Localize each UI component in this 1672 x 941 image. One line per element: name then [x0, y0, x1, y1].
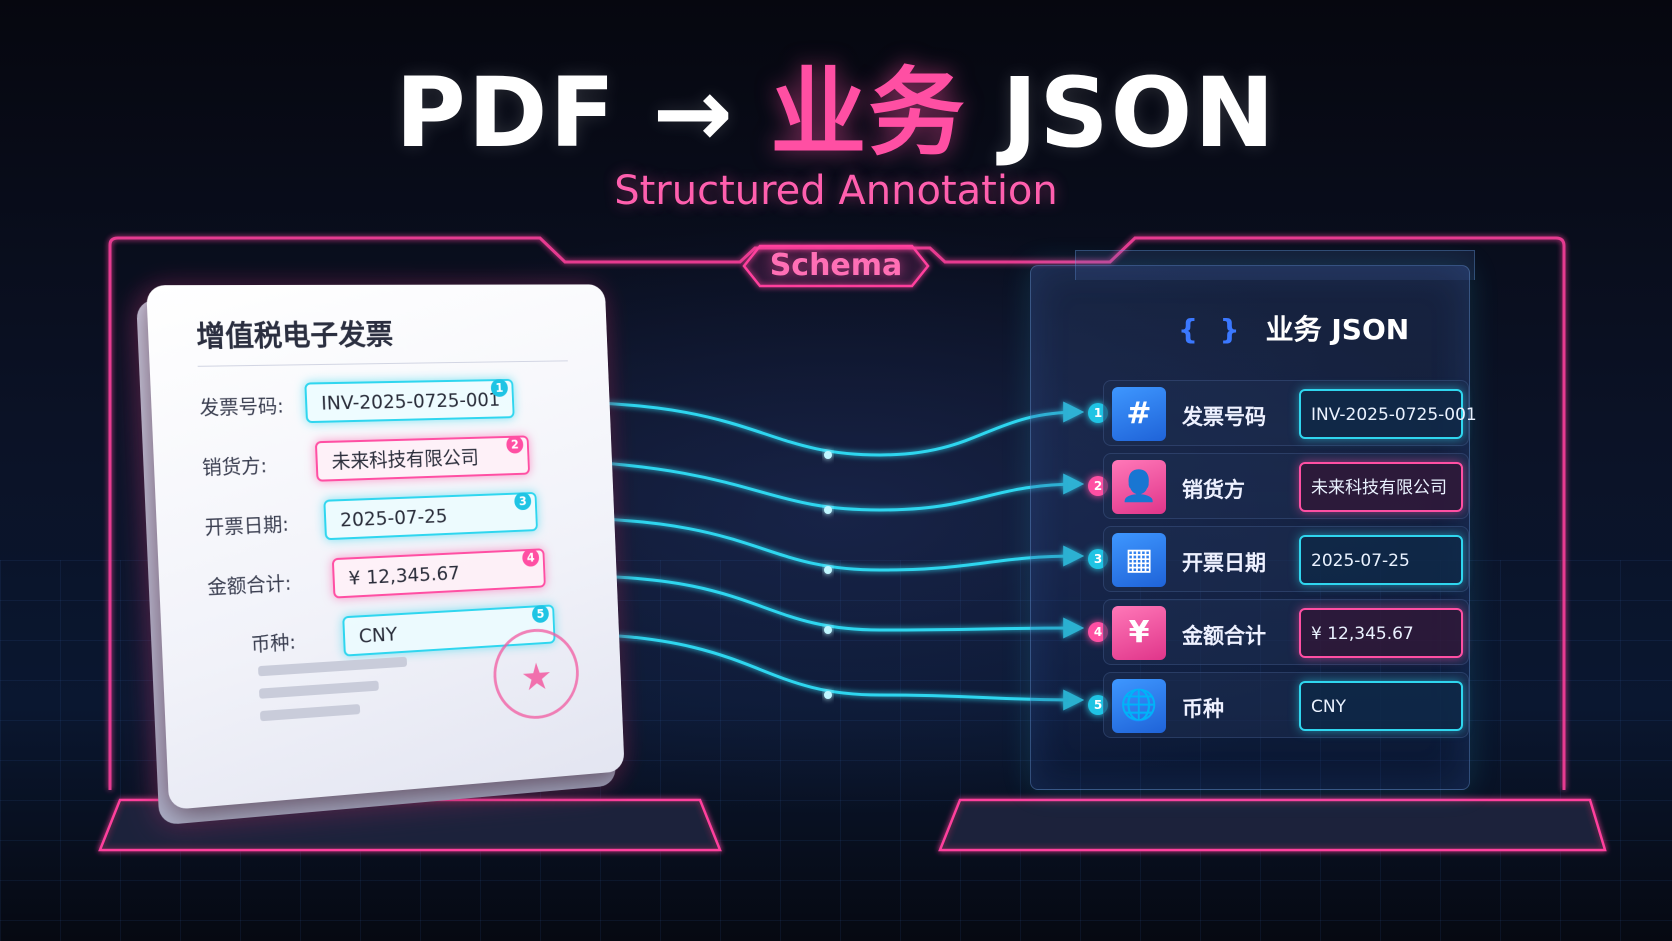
seal-stamp-icon: ★ — [491, 626, 581, 722]
json-key: 发票号码 — [1182, 405, 1266, 429]
document-sheet: 增值税电子发票 发票号码: INV-2025-0725-001 1 销货方: 未… — [146, 284, 625, 811]
connector-2 — [557, 458, 1085, 512]
field-number-badge: 3 — [514, 492, 532, 511]
json-value[interactable]: 未来科技有限公司 — [1299, 462, 1463, 512]
subtitle: Structured Annotation — [614, 168, 1058, 214]
title-right: JSON — [1001, 57, 1277, 169]
yen-icon: ¥ — [1112, 606, 1166, 660]
json-row[interactable]: # 发票号码 INV-2025-0725-001 — [1103, 380, 1477, 446]
title-highlight: 业务 — [770, 57, 967, 169]
doc-field-row: 开票日期: 2025-07-25 3 — [204, 490, 593, 546]
page-title: PDF → 业务 JSON — [0, 58, 1672, 168]
doc-field-row: 金额合计: ¥ 12,345.67 4 — [206, 546, 595, 605]
connector-3 — [564, 516, 1085, 572]
json-key: 币种 — [1182, 697, 1224, 721]
document-title: 增值税电子发票 — [195, 317, 394, 354]
json-row[interactable]: 🌐 币种 CNY — [1103, 672, 1469, 738]
invoice-document: 增值税电子发票 发票号码: INV-2025-0725-001 1 销货方: 未… — [136, 284, 634, 826]
json-row[interactable]: ¥ 金额合计 ¥ 12,345.67 — [1103, 599, 1469, 665]
json-panel-header: { } 业务 JSON — [1178, 308, 1409, 348]
title-left: PDF → — [395, 57, 735, 169]
field-number-badge: 4 — [521, 548, 540, 567]
json-panel-title: 业务 JSON — [1265, 313, 1410, 346]
json-key: 销货方 — [1182, 478, 1245, 502]
connector-4 — [574, 574, 1085, 639]
field-number-badge: 2 — [506, 435, 524, 454]
doc-field-row: 发票号码: INV-2025-0725-001 1 — [198, 378, 588, 426]
doc-field-label: 金额合计: — [206, 572, 292, 600]
hash-icon: # — [1112, 387, 1166, 441]
schema-tag-frame — [742, 244, 930, 288]
json-value[interactable]: INV-2025-0725-001 — [1299, 389, 1477, 439]
doc-field-text: 未来科技有限公司 — [331, 446, 480, 474]
doc-field-label: 销货方: — [201, 454, 268, 480]
connector-1 — [549, 400, 1085, 457]
doc-field-text: CNY — [358, 623, 398, 648]
field-number-badge: 5 — [531, 604, 550, 624]
doc-field-value[interactable]: 2025-07-25 3 — [323, 491, 538, 541]
calendar-icon: ▦ — [1112, 533, 1166, 587]
person-icon: 👤 — [1112, 460, 1166, 514]
doc-field-label: 币种: — [250, 631, 297, 657]
doc-field-value[interactable]: 未来科技有限公司 2 — [314, 435, 531, 482]
doc-field-text: 2025-07-25 — [339, 505, 448, 532]
schema-label: Schema — [769, 248, 903, 283]
doc-field-row: 销货方: 未来科技有限公司 2 — [201, 434, 591, 486]
field-number-badge: 1 — [490, 378, 509, 397]
doc-field-label: 发票号码: — [199, 395, 285, 420]
braces-icon: { } — [1178, 313, 1246, 346]
json-value[interactable]: CNY — [1299, 681, 1463, 731]
json-key: 开票日期 — [1182, 551, 1266, 575]
doc-field-text: INV-2025-0725-001 — [320, 388, 501, 415]
document-text-lines — [257, 656, 409, 734]
globe-icon: 🌐 — [1112, 679, 1166, 733]
doc-field-value[interactable]: ¥ 12,345.67 4 — [331, 548, 546, 599]
doc-field-text: ¥ 12,345.67 — [348, 562, 461, 590]
json-box-top — [1075, 250, 1475, 280]
document-divider — [197, 360, 568, 367]
json-value[interactable]: 2025-07-25 — [1299, 535, 1463, 585]
json-key: 金额合计 — [1182, 624, 1266, 648]
right-platform — [938, 798, 1607, 852]
json-value[interactable]: ¥ 12,345.67 — [1299, 608, 1463, 658]
doc-field-value[interactable]: INV-2025-0725-001 1 — [304, 378, 515, 424]
json-row[interactable]: ▦ 开票日期 2025-07-25 — [1103, 526, 1469, 592]
connector-5 — [584, 632, 1085, 711]
json-row[interactable]: 👤 销货方 未来科技有限公司 — [1103, 453, 1469, 519]
doc-field-label: 开票日期: — [204, 513, 290, 540]
